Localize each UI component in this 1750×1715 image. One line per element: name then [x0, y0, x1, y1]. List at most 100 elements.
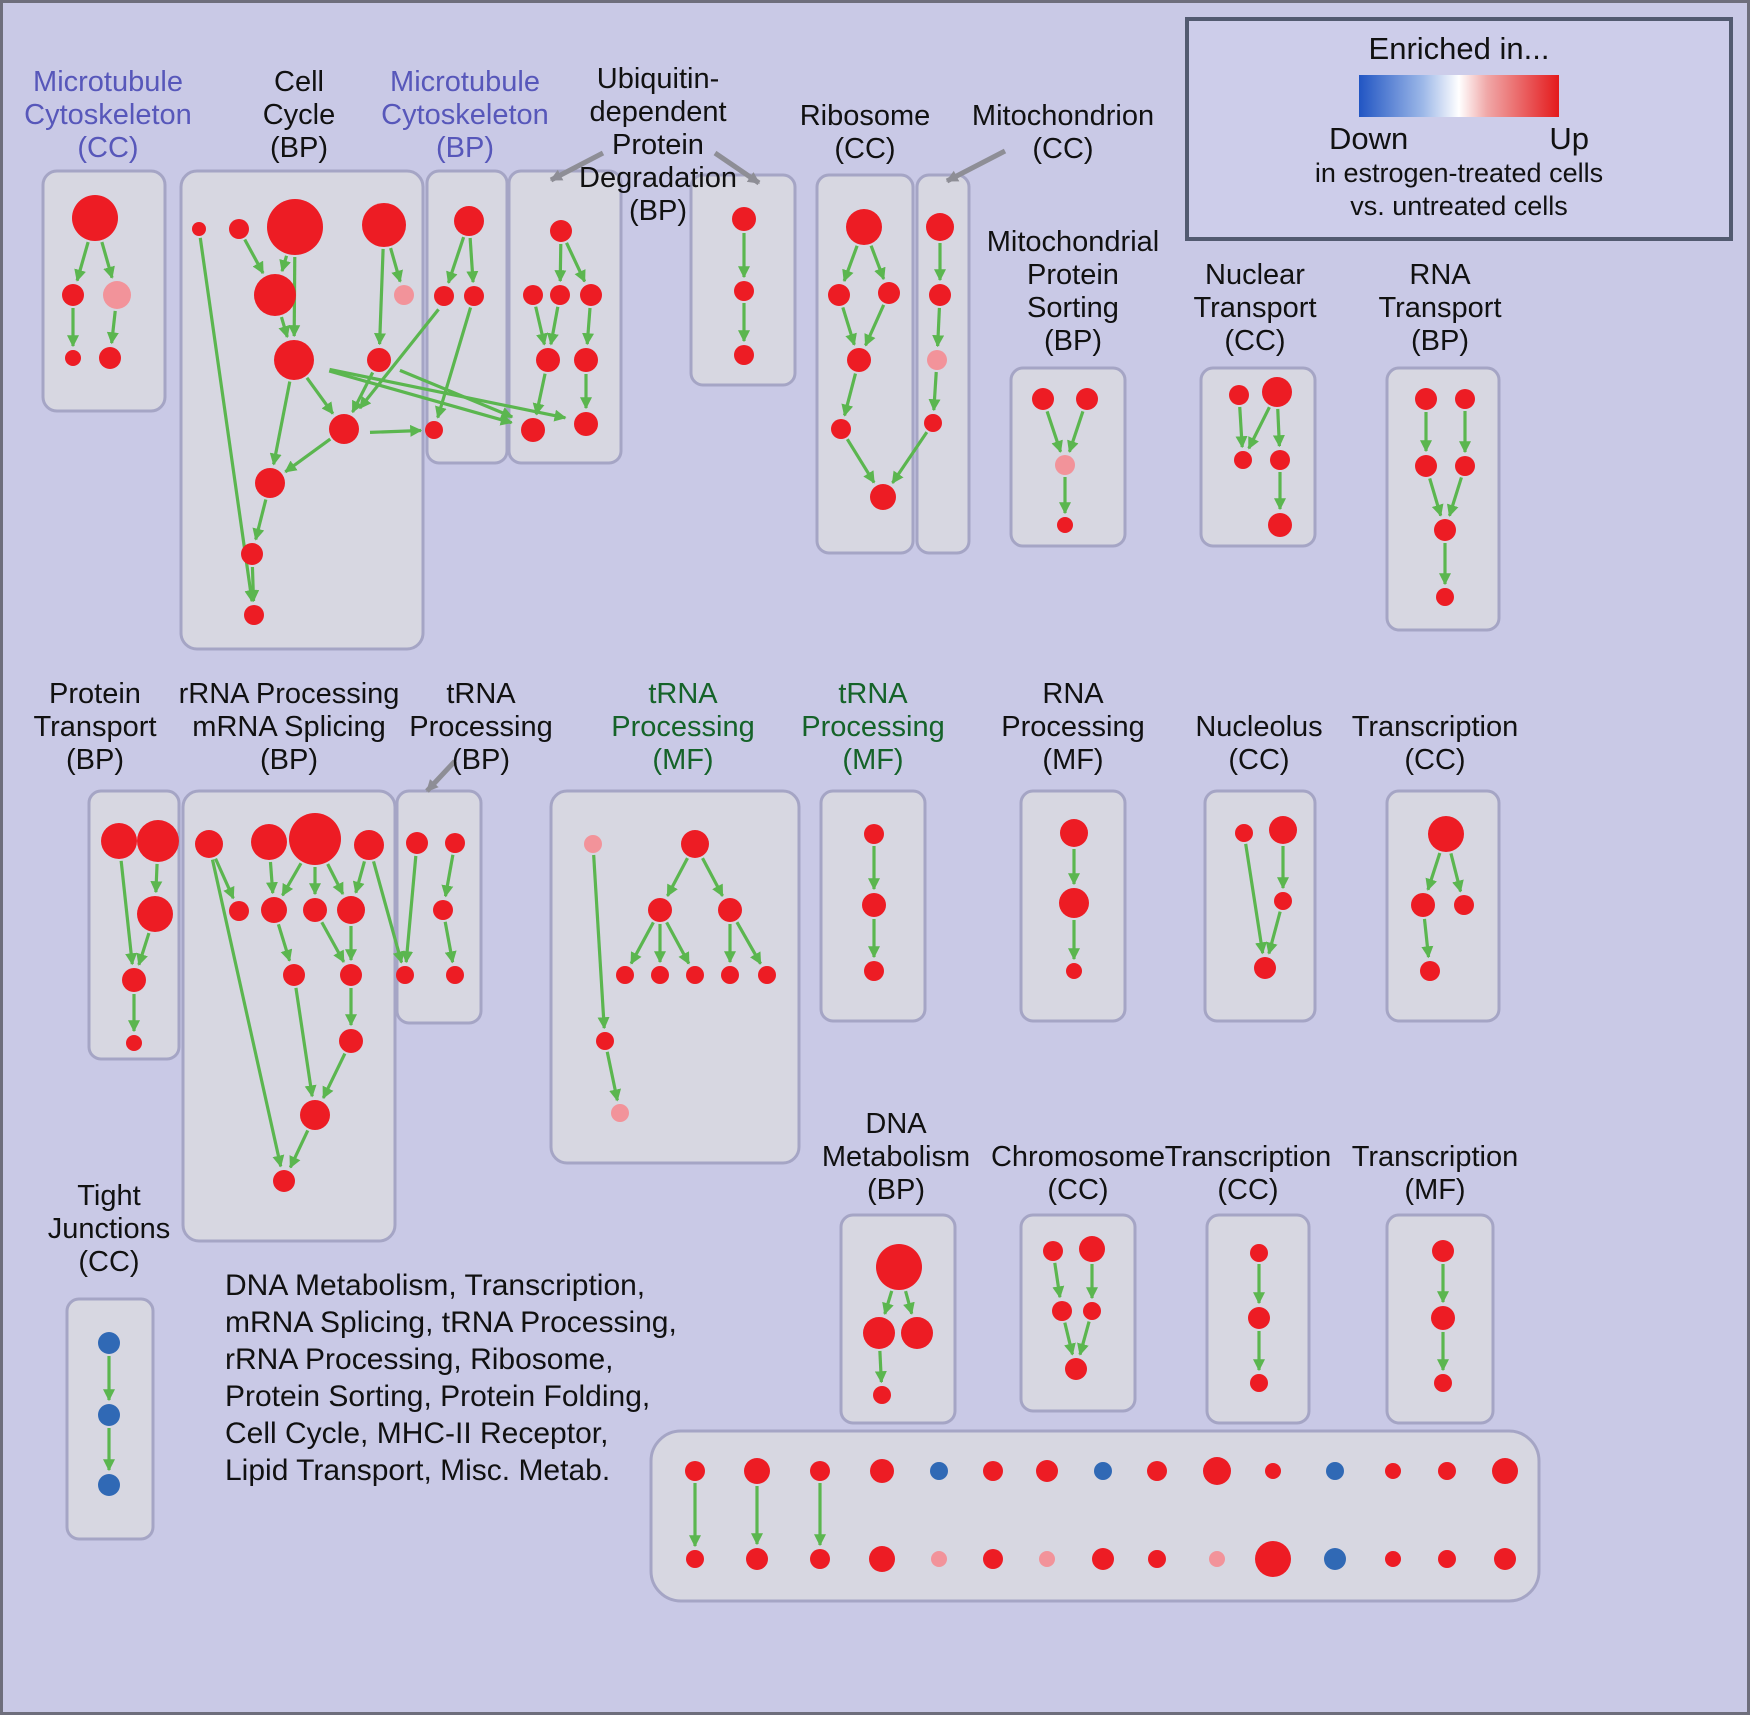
go-term-node: [924, 414, 942, 432]
go-term-node: [584, 835, 602, 853]
cluster-box-rna-transport: [1385, 366, 1501, 632]
go-term-node: [126, 1035, 142, 1051]
edge-arrow: [265, 861, 278, 895]
go-term-node: [927, 350, 947, 370]
go-term-node: [1434, 1374, 1452, 1392]
go-term-node: [1420, 961, 1440, 981]
go-term-node: [831, 419, 851, 439]
go-term-node: [241, 543, 263, 565]
go-term-node: [876, 1244, 922, 1290]
edge-arrow: [269, 381, 292, 466]
edge-arrow: [373, 248, 386, 346]
legend-context-line2: vs. untreated cells: [1350, 191, 1568, 221]
go-term-node: [1415, 455, 1437, 477]
edge-arrow: [150, 863, 163, 894]
go-term-node: [1076, 388, 1098, 410]
go-term-node: [229, 219, 249, 239]
go-term-node: [1385, 1463, 1401, 1479]
go-term-node: [362, 203, 406, 247]
go-term-node: [433, 900, 453, 920]
go-term-node: [122, 968, 146, 992]
go-term-node: [1438, 1550, 1456, 1568]
go-term-node: [446, 966, 464, 984]
go-term-node: [1055, 455, 1075, 475]
label-chromosome: Chromosome(CC): [991, 1141, 1165, 1206]
go-term-node: [1265, 1463, 1281, 1479]
edge-arrow: [903, 1290, 915, 1315]
go-term-node: [580, 284, 602, 306]
go-term-node: [434, 286, 454, 306]
go-term-node: [1092, 1548, 1114, 1570]
legend-gradient-bar: [1359, 75, 1559, 117]
edge-arrow: [565, 242, 587, 283]
edge-arrow: [841, 306, 857, 346]
edge-arrow: [1446, 476, 1463, 517]
misc-categories-note: DNA Metabolism, Transcription,mRNA Splic…: [225, 1269, 677, 1487]
go-term-node: [870, 1459, 894, 1483]
legend-down-label: Down: [1329, 121, 1409, 156]
go-term-node: [1492, 1458, 1518, 1484]
go-term-node: [1036, 1460, 1058, 1482]
edge-arrow: [592, 854, 610, 1030]
go-term-node: [878, 282, 900, 304]
go-term-node: [983, 1549, 1003, 1569]
edge-arrow: [874, 1350, 887, 1384]
go-term-node: [354, 830, 384, 860]
edge-arrow: [328, 369, 513, 426]
go-term-node: [1455, 389, 1475, 409]
go-term-node: [394, 285, 414, 305]
go-term-node: [1234, 451, 1252, 469]
go-term-node: [99, 347, 121, 369]
edge-arrow: [443, 921, 457, 964]
go-term-node: [721, 966, 739, 984]
go-term-node: [1270, 450, 1290, 470]
edge-arrow: [842, 245, 859, 283]
go-term-node: [340, 964, 362, 986]
go-term-node: [255, 468, 285, 498]
go-term-node: [1209, 1551, 1225, 1567]
go-term-node: [810, 1461, 830, 1481]
go-term-node: [98, 1332, 120, 1354]
label-transcription-cc-b: Transcription(CC): [1165, 1141, 1332, 1206]
go-term-node: [681, 830, 709, 858]
edge-arrow: [864, 304, 886, 347]
edge-arrow: [74, 241, 90, 282]
callout-arrow: [945, 148, 1007, 184]
go-term-node: [744, 1458, 770, 1484]
go-term-node: [901, 1317, 933, 1349]
go-term-node: [651, 966, 669, 984]
callout-arrow: [425, 759, 457, 793]
go-term-node: [289, 813, 341, 865]
label-transcription-mf: Transcription(MF): [1352, 1141, 1519, 1206]
go-term-node: [195, 830, 223, 858]
label-transcription-cc-a: Transcription(CC): [1352, 711, 1519, 776]
edge-arrow: [1272, 408, 1285, 448]
go-term-node: [864, 961, 884, 981]
label-ribosome: Ribosome(CC): [800, 100, 931, 165]
legend-up-label: Up: [1549, 121, 1589, 156]
go-term-node: [1235, 824, 1253, 842]
edge-arrow: [666, 857, 689, 897]
edge-arrow: [532, 373, 547, 416]
go-term-node: [611, 1104, 629, 1122]
go-term-node: [1326, 1462, 1344, 1480]
edge-arrow: [546, 306, 560, 346]
edge-arrow: [1244, 843, 1267, 955]
go-term-node: [873, 1386, 891, 1404]
edge-arrow: [106, 310, 119, 345]
edge-arrow: [329, 367, 567, 422]
edge-arrow: [214, 857, 235, 900]
go-term-node: [261, 897, 287, 923]
go-term-node: [1385, 1551, 1401, 1567]
go-term-node: [454, 206, 484, 236]
edge-arrow: [243, 238, 265, 275]
edge-arrow: [320, 921, 346, 963]
cluster-box-chromosome: [1019, 1213, 1137, 1413]
go-term-node: [574, 348, 598, 372]
go-term-node: [1262, 377, 1292, 407]
